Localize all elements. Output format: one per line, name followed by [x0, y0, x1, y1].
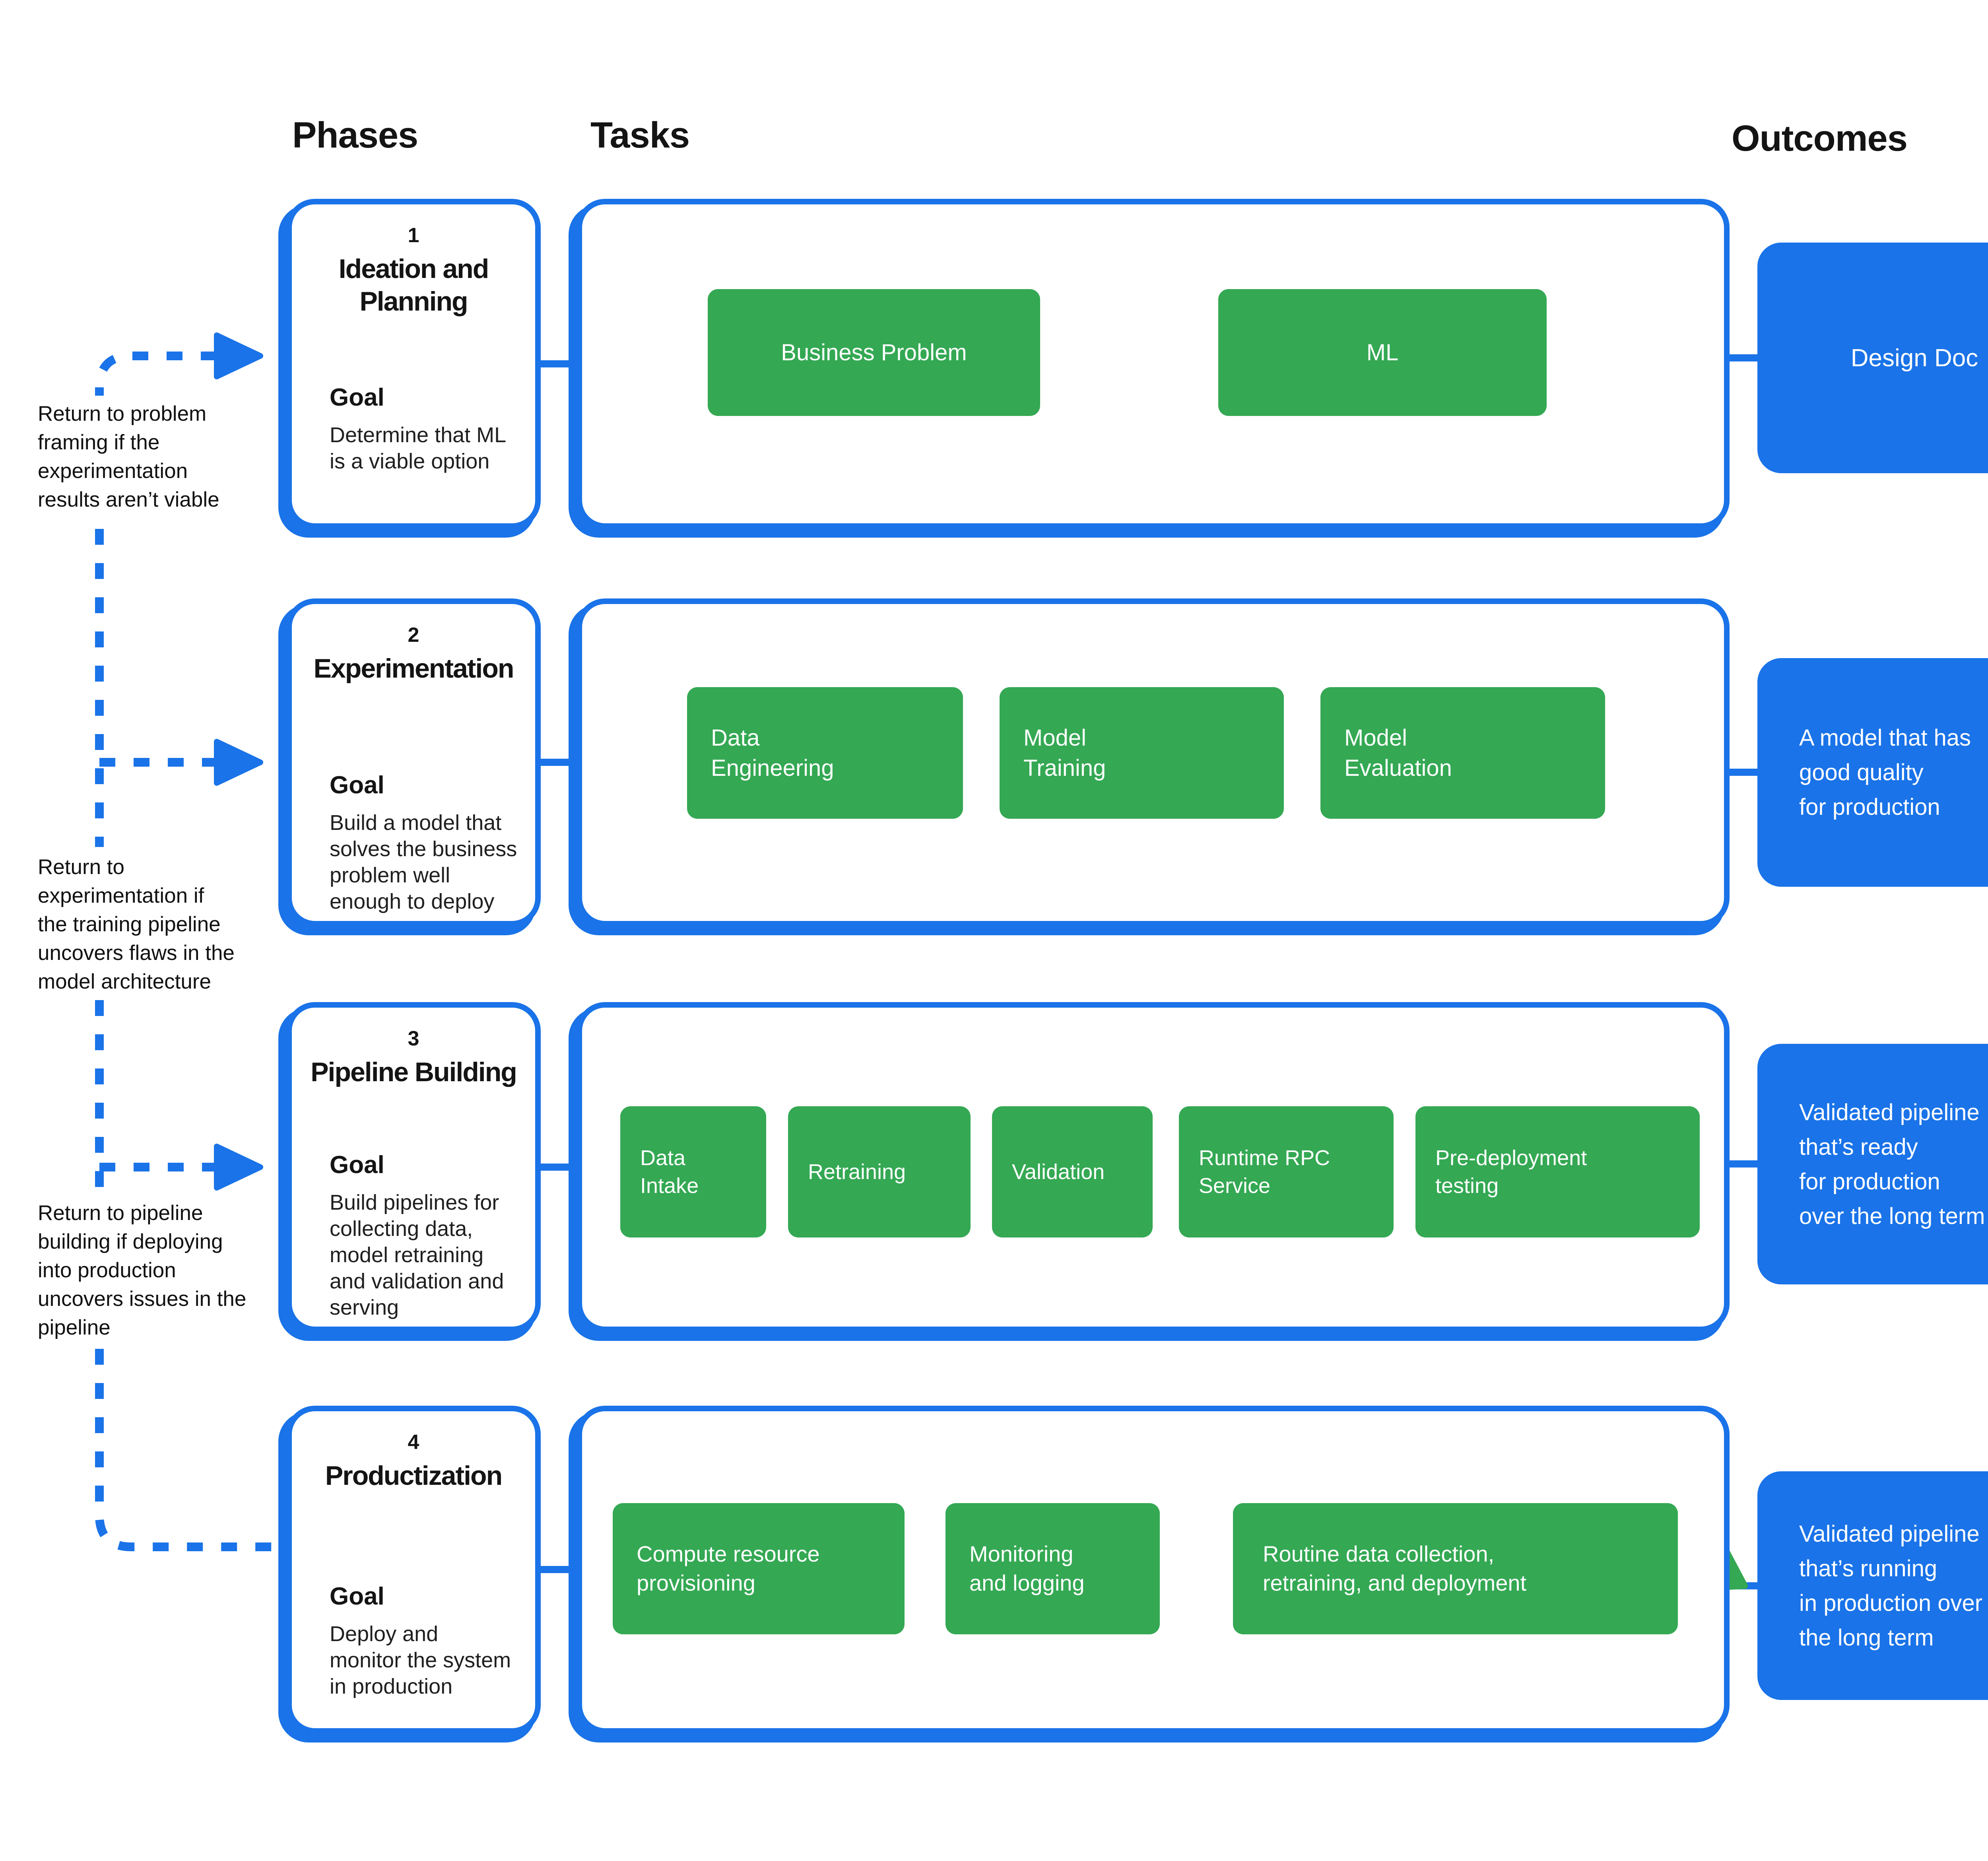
outcome-design-doc: Design Doc	[1757, 243, 1988, 473]
tasks-column-header: Tasks	[590, 115, 690, 155]
task-runtime-rpc-service: Runtime RPC Service	[1179, 1106, 1394, 1237]
return-arrowhead-right-icon	[214, 1144, 263, 1191]
annotation-return-problem-framing: Return to problem framing if the experim…	[38, 402, 219, 511]
phase-number: 4	[408, 1431, 419, 1454]
goal-text: Build a model that solves the business p…	[330, 811, 517, 913]
goal-label: Goal	[330, 771, 384, 799]
task-data-intake: Data Intake	[620, 1106, 766, 1237]
annotation-return-experimentation-flaws: Return to experimentation if the trainin…	[38, 855, 235, 993]
task-compute-resource-provisioning: Compute resource provisioning	[613, 1503, 905, 1634]
goal-label: Goal	[330, 1151, 384, 1179]
outcome-validated-pipeline-running: Validated pipeline that’s running in pro…	[1757, 1471, 1988, 1700]
task-model-evaluation: Model Evaluation	[1320, 687, 1605, 819]
return-arrowhead-right-icon	[214, 739, 263, 786]
phase-goal: Goal Deploy and monitor the system in pr…	[330, 1582, 523, 1700]
task-validation: Validation	[992, 1106, 1153, 1237]
annotation-return-pipeline-building: Return to pipeline building if deploying…	[38, 1201, 247, 1339]
return-arrowhead-right-icon	[214, 332, 263, 379]
phase-title: Ideation and Planning	[338, 254, 489, 317]
goal-label: Goal	[330, 1583, 384, 1610]
task-routine-collection-retraining-deployment: Routine data collection, retraining, and…	[1233, 1503, 1678, 1634]
phase-card-pipeline-building: 3 Pipeline Building Goal Build pipelines…	[286, 1002, 541, 1332]
phase-title: Productization	[325, 1461, 503, 1491]
outcome-quality-model: A model that has good quality for produc…	[1757, 658, 1988, 887]
phase-title: Experimentation	[313, 653, 514, 684]
task-business-problem: Business Problem	[708, 289, 1040, 416]
task-data-engineering: Data Engineering	[687, 687, 963, 819]
goal-text: Determine that ML is a viable option	[330, 423, 507, 473]
task-model-training: Model Training	[1000, 687, 1284, 819]
phase-card-ideation: 1 Ideation and Planning Goal Determine t…	[286, 199, 541, 529]
goal-text: Build pipelines for collecting data, mod…	[330, 1191, 504, 1319]
goal-text: Deploy and monitor the system in product…	[330, 1622, 511, 1698]
task-retraining: Retraining	[788, 1106, 971, 1237]
task-ml: ML	[1218, 289, 1547, 416]
phase-number: 3	[408, 1027, 419, 1050]
phase-number: 1	[408, 224, 419, 247]
task-pre-deployment-testing: Pre-deployment testing	[1415, 1106, 1700, 1237]
outcomes-column-header: Outcomes	[1732, 118, 1908, 159]
goal-label: Goal	[330, 384, 384, 411]
phase-goal: Goal Determine that ML is a viable optio…	[330, 383, 523, 474]
phase-goal: Goal Build a model that solves the busin…	[330, 771, 523, 915]
phase-card-productization: 4 Productization Goal Deploy and monitor…	[286, 1406, 541, 1734]
phases-column-header: Phases	[292, 115, 418, 155]
phase-task-connectors	[535, 360, 584, 1573]
phase-card-experimentation: 2 Experimentation Goal Build a model tha…	[286, 598, 541, 927]
phase-title: Pipeline Building	[311, 1057, 517, 1087]
phase-number: 2	[408, 624, 419, 647]
outcome-validated-pipeline-ready: Validated pipeline that’s ready for prod…	[1757, 1044, 1988, 1284]
task-monitoring-logging: Monitoring and logging	[945, 1503, 1160, 1634]
left-return-dashed-path	[95, 352, 280, 1551]
phase-goal: Goal Build pipelines for collecting data…	[330, 1151, 523, 1321]
